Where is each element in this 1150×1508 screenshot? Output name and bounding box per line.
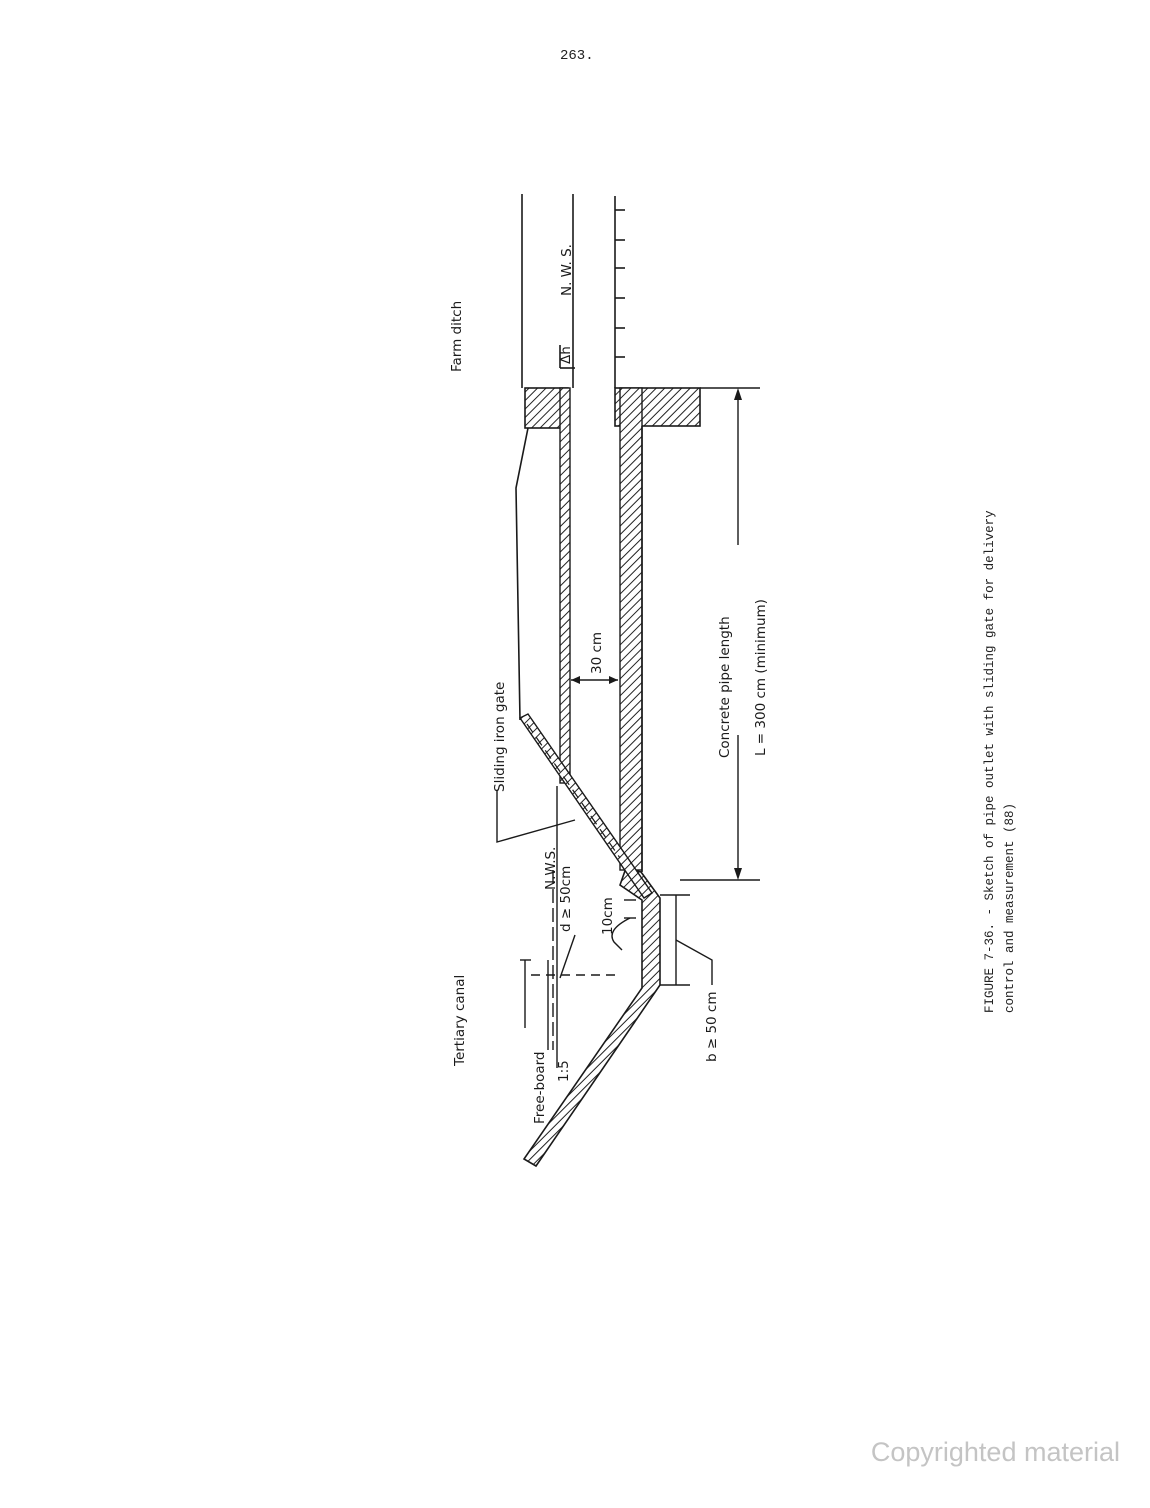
label-nws-canal: N.W.S. <box>543 847 559 890</box>
label-tertiary-canal: Tertiary canal <box>452 975 468 1067</box>
embankment-outline <box>516 428 528 720</box>
label-sliding-gate: Sliding iron gate <box>492 682 508 792</box>
label-free-board: Free-board <box>532 1051 548 1124</box>
label-farm-ditch: Farm ditch <box>449 301 465 372</box>
pipe-wall-upper <box>560 388 570 783</box>
label-depth: d ≥ 50cm <box>558 866 574 932</box>
figure-caption-line-1: FIGURE 7-36. - Sketch of pipe outlet wit… <box>983 510 997 1013</box>
ground-ticks <box>615 210 625 357</box>
pipe-wall-lower <box>620 388 642 870</box>
figure-caption-line-2: control and measurement (88) <box>1003 803 1017 1013</box>
label-width: b ≥ 50 cm <box>704 991 720 1062</box>
label-pipe-length: Concrete pipe length <box>717 616 733 758</box>
label-pipe-thickness: 30 cm <box>589 632 605 674</box>
label-slope: 1:5 <box>556 1060 572 1082</box>
label-nws-farm: N. W. S. <box>559 244 575 296</box>
label-delta-h: Δh <box>558 346 574 364</box>
label-pipe-length-min: L = 300 cm (minimum) <box>753 599 769 756</box>
copyright-watermark: Copyrighted material <box>871 1437 1120 1468</box>
label-ten-cm: 10cm <box>600 897 616 935</box>
